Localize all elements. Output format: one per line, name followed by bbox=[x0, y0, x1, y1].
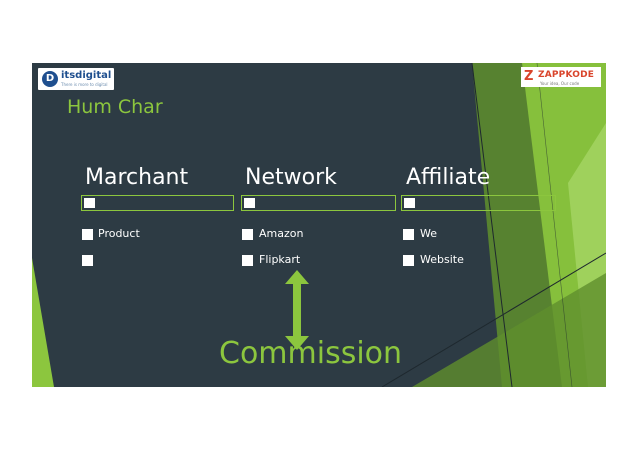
column-heading-network: Network bbox=[245, 165, 337, 190]
itsdigital-logo-text: itsdigital bbox=[61, 70, 112, 81]
list-item-we: We bbox=[420, 227, 437, 240]
column-heading-affiliate: Affiliate bbox=[406, 165, 491, 190]
checkbox-icon bbox=[84, 198, 95, 208]
column-heading-marchant: Marchant bbox=[85, 165, 189, 190]
double-headed-arrow-icon bbox=[285, 270, 309, 350]
commission-label: Commission bbox=[219, 336, 403, 371]
itsdigital-logo-mark-icon: D bbox=[42, 71, 58, 87]
checkbox-icon bbox=[403, 229, 414, 240]
column-bar-affiliate bbox=[401, 195, 556, 211]
green-decorative-shapes bbox=[32, 63, 606, 387]
zappkode-logo-mark-icon: Z bbox=[524, 69, 534, 84]
itsdigital-logo-tagline: There is more to digital bbox=[61, 82, 108, 87]
checkbox-icon bbox=[82, 255, 93, 266]
checkbox-icon bbox=[403, 255, 414, 266]
checkbox-icon bbox=[82, 229, 93, 240]
slide-title: Hum Char bbox=[67, 96, 163, 118]
list-item-product: Product bbox=[98, 227, 140, 240]
zappkode-logo-tagline: Your idea, Our code bbox=[540, 81, 580, 86]
zappkode-logo-text: ZAPPKODE bbox=[538, 70, 595, 80]
column-bar-marchant bbox=[81, 195, 234, 211]
checkbox-icon bbox=[404, 198, 415, 208]
checkbox-icon bbox=[242, 255, 253, 266]
presentation-slide: D itsdigital There is more to digital Z … bbox=[32, 63, 606, 387]
column-bar-network bbox=[241, 195, 396, 211]
list-item-flipkart: Flipkart bbox=[259, 253, 301, 266]
list-item-website: Website bbox=[420, 253, 464, 266]
list-item-amazon: Amazon bbox=[259, 227, 304, 240]
checkbox-icon bbox=[242, 229, 253, 240]
checkbox-icon bbox=[244, 198, 255, 208]
zappkode-logo: Z ZAPPKODE Your idea, Our code bbox=[521, 67, 601, 87]
itsdigital-logo: D itsdigital There is more to digital bbox=[38, 68, 114, 90]
